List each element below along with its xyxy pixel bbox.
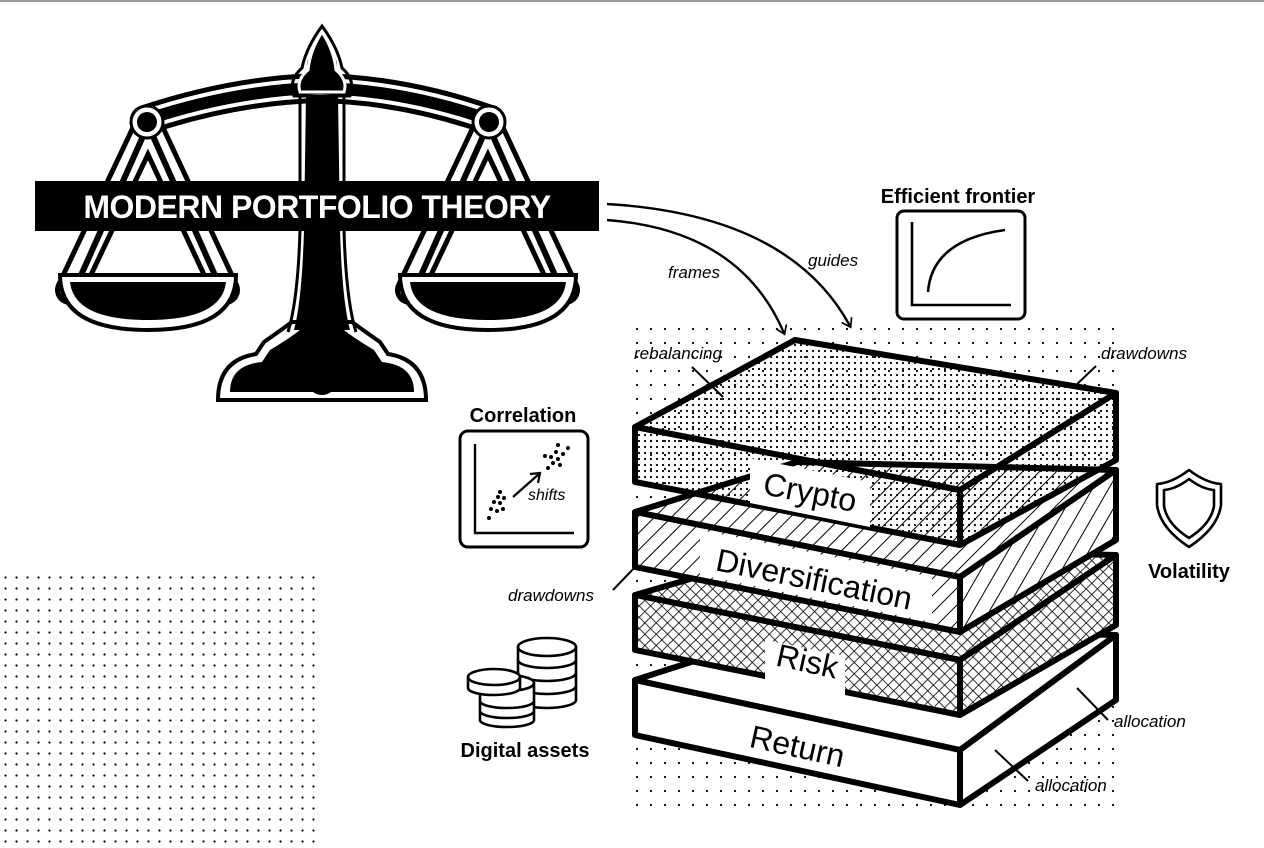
arrow-guides (606, 202, 853, 329)
arrow-label-frames: frames (668, 263, 720, 282)
scatter-correlation-icon: shifts (458, 429, 590, 549)
dot-grid-left (0, 573, 318, 848)
shield-icon (1155, 468, 1223, 549)
stack-layer-crypto[interactable]: Crypto (632, 337, 1119, 548)
callout-drawdowns-left: drawdowns (508, 586, 594, 605)
correlation-label: Correlation (470, 405, 577, 427)
digital-assets-label: Digital assets (461, 740, 590, 762)
correlation-annotation: shifts (528, 487, 565, 504)
volatility-label: Volatility (1148, 561, 1231, 583)
callout-rebalancing: rebalancing (634, 344, 722, 363)
title-banner: MODERN PORTFOLIO THEORY (35, 181, 599, 231)
arrow-label-guides: guides (808, 251, 859, 270)
efficient-frontier-curve-icon (895, 209, 1027, 321)
callout-allocation-upper: allocation (1114, 712, 1186, 731)
callout-leaders (612, 365, 1109, 782)
efficient-frontier-label: Efficient frontier (881, 186, 1036, 208)
page-title: MODERN PORTFOLIO THEORY (83, 189, 550, 225)
coin-stacks-icon (466, 636, 578, 729)
top-rule (0, 0, 1264, 2)
arrows (606, 202, 853, 336)
callout-drawdowns-top: drawdowns (1101, 344, 1187, 363)
arrow-frames (606, 218, 788, 336)
callout-allocation-lower: allocation (1035, 776, 1107, 795)
